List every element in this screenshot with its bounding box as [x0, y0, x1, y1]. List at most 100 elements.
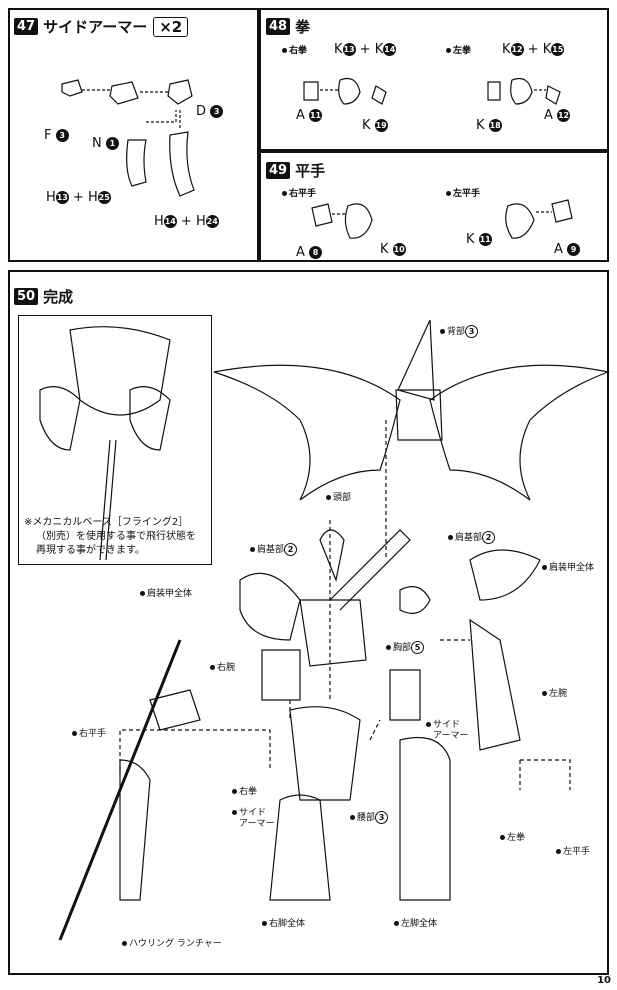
callout-text: 左平手 — [563, 847, 591, 857]
callout-text: 肩装甲全体 — [147, 589, 193, 599]
runner-letter: H — [154, 214, 164, 229]
quantity-box: ×2 — [153, 16, 189, 37]
right-open-k-label: K 10 — [380, 242, 406, 257]
callout-text: サイド — [239, 808, 267, 818]
runner-letter: F — [44, 128, 52, 143]
step-title: 平手 — [295, 162, 326, 180]
fist-parts-art — [303, 77, 561, 105]
callout-text: 肩装甲全体 — [549, 563, 595, 573]
runner-letter: K — [502, 42, 511, 57]
runner-letter: A — [296, 245, 305, 260]
part-number-badge: 10 — [392, 243, 406, 256]
callout-text: 腰部 — [357, 813, 376, 823]
left-open-a-label: A 9 — [554, 242, 581, 257]
callout-right-arm: 右腕 — [210, 660, 235, 673]
step-48-panel — [259, 8, 609, 151]
runner-letter: D — [196, 104, 207, 119]
side-armor-parts-art — [61, 79, 195, 197]
callout-text: 左脚全体 — [401, 919, 438, 929]
callout-text: アーマー — [239, 819, 275, 829]
callout-text: 右平手 — [79, 729, 107, 739]
plus-sign: + — [72, 190, 84, 205]
step-47-header: 47 サイドアーマー ×2 — [14, 16, 189, 37]
callout-text: 右脚全体 — [269, 919, 306, 929]
step-50-header: 50 完成 — [14, 286, 73, 307]
open-hand-parts-art — [311, 199, 573, 239]
callout-text: 左拳 — [507, 833, 526, 843]
caption-text: 左拳 — [453, 46, 472, 56]
part-number-badge: 3 — [55, 129, 69, 142]
callout-text: 背部 — [447, 327, 466, 337]
part-count-badge: 5 — [411, 641, 425, 654]
callout-text: アーマー — [433, 731, 469, 741]
step-48-header: 48 拳 — [266, 16, 310, 37]
step-title: サイドアーマー — [43, 18, 148, 36]
assembly-guide-lines — [119, 420, 571, 790]
page-number: 10 — [597, 975, 611, 986]
f-part-label: F 3 — [44, 128, 69, 143]
runner-letter: K — [334, 42, 343, 57]
runner-letter: H — [46, 190, 56, 205]
callout-right-fist: 右拳 — [232, 784, 257, 797]
step-47-panel — [8, 8, 259, 262]
d-part-label: D 3 — [196, 104, 224, 119]
runner-letter: K — [362, 118, 371, 133]
callout-left-open-hand: 左平手 — [556, 844, 590, 857]
step-number: 49 — [266, 162, 291, 179]
right-fist-top-label: K13 + K14 — [334, 42, 397, 57]
callout-right-leg: 右脚全体 — [262, 916, 305, 929]
part-number-badge: 1 — [105, 137, 119, 150]
note-line: 再現する事ができます。 — [36, 545, 145, 556]
h-right-label: H14 + H24 — [154, 214, 219, 229]
plus-sign: + — [359, 42, 371, 57]
note-line: ※メカニカルベース［フライング2］ — [24, 517, 189, 528]
h-left-label: H13 + H25 — [46, 190, 111, 205]
callout-text: 肩基部 — [257, 545, 285, 555]
flying-stand-inset — [18, 315, 212, 565]
callout-text: ハウリング ランチャー — [129, 939, 222, 949]
callout-side-armor-1: サイドアーマー — [426, 720, 468, 742]
runner-letter: N — [92, 136, 102, 151]
flying-stand-note: ※メカニカルベース［フライング2］ （別売）を使用する事で飛行状態を 再現する事… — [24, 516, 196, 558]
runner-letter: K — [476, 118, 485, 133]
part-number-badge: 15 — [551, 43, 565, 56]
part-count-badge: 3 — [375, 811, 389, 824]
robot-body-art — [58, 529, 541, 941]
part-number-badge: 14 — [383, 43, 397, 56]
step-49-panel — [259, 151, 609, 262]
right-fist-caption: 右拳 — [282, 43, 307, 56]
callout-head: 頭部 — [326, 490, 351, 503]
part-number-badge: 11 — [309, 109, 323, 122]
flying-pose-art — [39, 326, 171, 561]
callout-shoulder-armor-right: 肩装甲全体 — [140, 586, 192, 599]
left-fist-caption: 左拳 — [446, 43, 471, 56]
left-open-k-label: K 11 — [466, 232, 492, 247]
part-number-badge: 12 — [557, 109, 571, 122]
caption-text: 右平手 — [289, 189, 317, 199]
part-number-badge: 19 — [374, 119, 388, 132]
callout-text: 胸部 — [393, 643, 412, 653]
left-open-hand-caption: 左平手 — [446, 186, 480, 199]
callout-text: 右腕 — [217, 663, 236, 673]
part-number-badge: 18 — [488, 119, 502, 132]
runner-letter: K — [542, 42, 552, 57]
callout-text: 頭部 — [333, 493, 352, 503]
caption-text: 右拳 — [289, 46, 308, 56]
runner-letter: K — [374, 42, 384, 57]
runner-letter: A — [544, 108, 553, 123]
right-fist-k-label: K 19 — [362, 118, 388, 133]
part-number-badge: 25 — [97, 191, 111, 204]
plus-sign: + — [527, 42, 539, 57]
callout-text: 肩基部 — [455, 533, 483, 543]
step-50-panel — [8, 270, 609, 975]
step-number: 48 — [266, 18, 291, 35]
runner-letter: A — [296, 108, 305, 123]
step-number: 50 — [14, 288, 39, 305]
part-number-badge: 13 — [342, 43, 356, 56]
step-title: 拳 — [295, 18, 311, 36]
part-count-badge: 2 — [284, 543, 298, 556]
